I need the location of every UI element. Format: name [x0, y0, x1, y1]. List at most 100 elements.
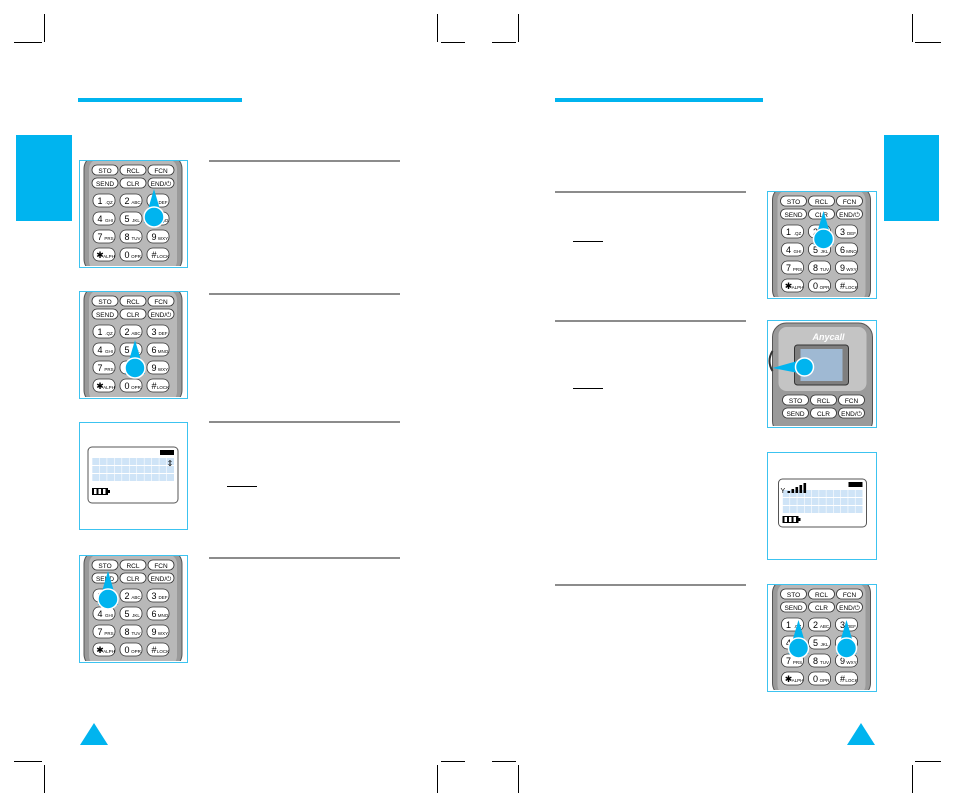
right-page-marker	[847, 723, 875, 745]
key-number: 3	[840, 620, 845, 630]
key-letters: ALPH	[103, 649, 115, 654]
step-rule	[209, 421, 400, 423]
rcl-key-label: RCL	[815, 592, 828, 599]
key-12	[835, 278, 858, 293]
crop-mark	[912, 765, 913, 793]
key-7	[781, 260, 804, 275]
crop-mark	[441, 761, 465, 762]
send-key-label: SEND	[96, 312, 114, 319]
text-underline	[573, 388, 603, 389]
key-letters: PRS	[104, 631, 113, 636]
key-letters: ALPH	[103, 254, 115, 259]
key-number: 8	[813, 263, 818, 273]
key-letters: WXY	[158, 367, 168, 372]
key-letters: LOCK	[845, 285, 857, 290]
key-number: 5	[124, 214, 129, 224]
key-number: 9	[151, 363, 156, 373]
fcn-key	[838, 394, 865, 406]
key-number: ✱	[785, 281, 793, 291]
key-4	[781, 242, 804, 257]
clr-key	[119, 308, 147, 320]
left-header-bar	[78, 98, 242, 102]
key-1	[92, 193, 116, 208]
send-key	[782, 407, 809, 419]
key-number: 3	[840, 227, 845, 237]
key-number: 7	[786, 656, 791, 666]
key-letters: .QZ	[105, 331, 113, 336]
key-9	[146, 624, 170, 639]
crop-mark	[437, 14, 438, 42]
key-9	[146, 229, 170, 244]
fcn-key-label: FCN	[154, 299, 168, 306]
key-letters: TUV	[820, 660, 829, 665]
keypad-illustration-3: STORCLFCNSENDCLREND/⏻1.QZ2ABC3DEF4GHI5JK…	[79, 555, 188, 663]
battery-icon	[782, 516, 801, 523]
end-key	[147, 308, 175, 320]
lcd-text-row	[92, 458, 174, 465]
key-number: 9	[151, 232, 156, 242]
fcn-key-label: FCN	[845, 398, 859, 405]
key-letters: .QZ	[105, 200, 113, 205]
crop-mark	[14, 42, 42, 43]
key-number: #	[840, 281, 845, 291]
key-number: 6	[151, 609, 156, 619]
rcl-key	[119, 164, 147, 176]
key-number: 3	[151, 327, 156, 337]
key-6	[835, 242, 858, 257]
key-1	[781, 224, 804, 239]
key-7	[92, 360, 116, 375]
crop-mark	[912, 14, 913, 42]
key-letters: GHI	[105, 613, 113, 618]
crop-mark	[915, 42, 941, 43]
step-rule	[209, 160, 400, 162]
key-number: 5	[813, 245, 818, 255]
key-11	[119, 247, 143, 262]
key-11	[808, 278, 831, 293]
clr-key	[119, 177, 147, 189]
key-1	[92, 324, 116, 339]
send-key-label: SEND	[786, 411, 804, 418]
rcl-key	[119, 559, 147, 571]
key-number: 7	[97, 363, 102, 373]
rcl-key	[808, 588, 835, 600]
key-7	[92, 624, 116, 639]
right-side-tab	[884, 135, 939, 221]
crop-mark	[915, 761, 941, 762]
send-key-label: SEND	[96, 576, 114, 583]
send-key	[780, 601, 807, 613]
key-letters: GHI	[105, 349, 113, 354]
key-number: ✱	[96, 381, 104, 391]
clr-key-label: CLR	[815, 212, 828, 219]
step-rule	[555, 584, 746, 586]
clr-key	[808, 601, 835, 613]
key-letters: TUV	[820, 267, 829, 272]
fcn-key-label: FCN	[154, 563, 168, 570]
key-letters: JKL	[821, 249, 829, 254]
key-number: 9	[151, 627, 156, 637]
key-8	[119, 624, 143, 639]
send-key	[91, 308, 119, 320]
key-number: ✱	[96, 645, 104, 655]
end-key-label: END/⏻	[151, 576, 172, 583]
key-letters: ALPH	[792, 678, 804, 683]
rcl-key-label: RCL	[126, 563, 139, 570]
rcl-key-label: RCL	[817, 398, 830, 405]
key-3	[146, 588, 170, 603]
brand-logo: Anycall	[811, 332, 845, 342]
key-letters: PRS	[104, 367, 113, 372]
key-letters: ABC	[131, 331, 141, 336]
key-number: 4	[97, 214, 102, 224]
key-number: 9	[840, 263, 845, 273]
key-letters: WXY	[158, 236, 168, 241]
crop-mark	[14, 761, 42, 762]
key-letters: PRS	[793, 267, 802, 272]
lcd-text-row	[782, 498, 863, 505]
battery-icon	[92, 488, 110, 495]
key-letters: LOCK	[157, 254, 169, 259]
key-letters: PRS	[793, 660, 802, 665]
clr-key	[119, 572, 147, 584]
clr-key-label: CLR	[126, 312, 139, 319]
key-8	[119, 229, 143, 244]
key-10	[92, 247, 116, 262]
send-key-label: SEND	[96, 181, 114, 188]
